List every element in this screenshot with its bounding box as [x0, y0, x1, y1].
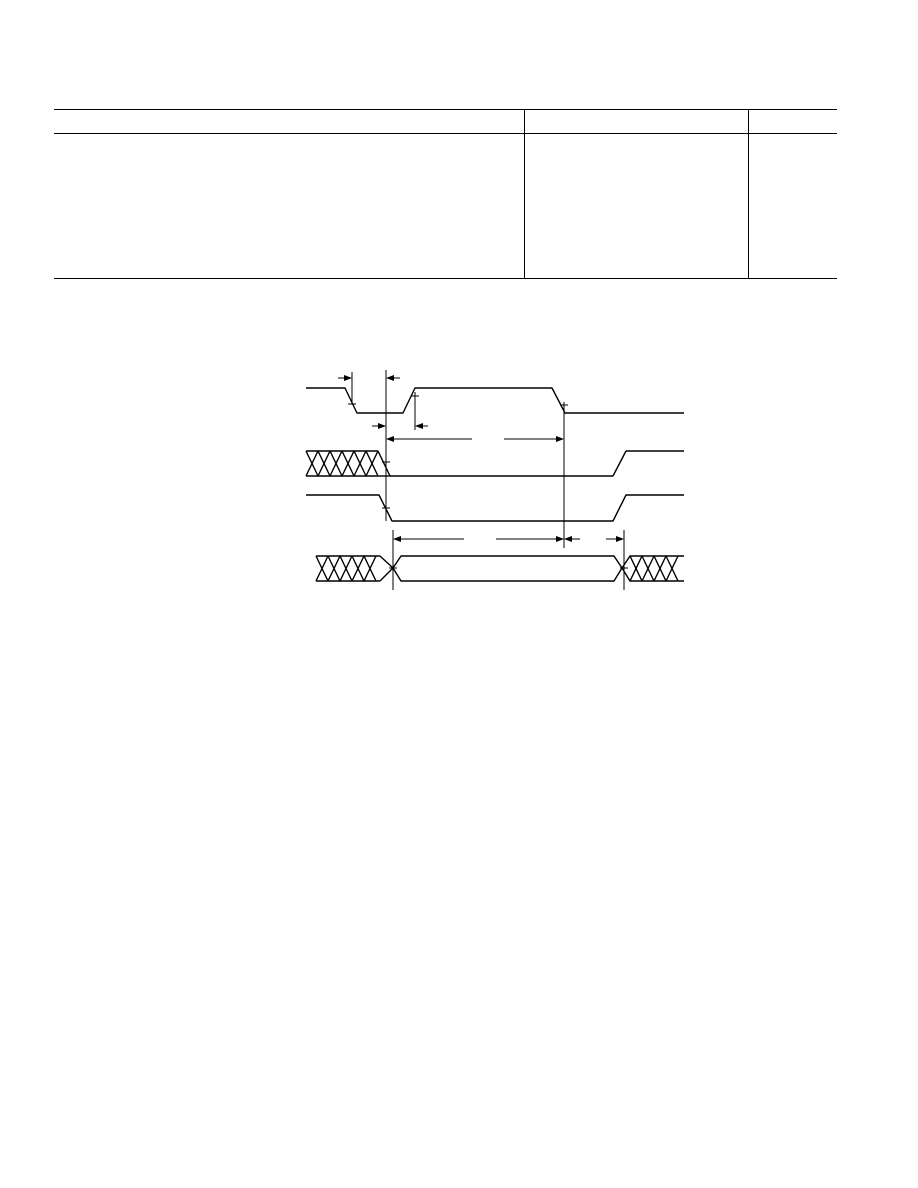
timing-diagram-svg [305, 370, 684, 590]
signal-2-waveform [305, 450, 684, 477]
spec-table-grid [54, 109, 837, 279]
spec-table [54, 109, 837, 279]
signal-3-waveform [306, 494, 684, 522]
signal-4-waveform [315, 555, 684, 582]
edge-tick-marks [348, 395, 628, 569]
signal-1-waveform [306, 387, 684, 414]
timing-diagram [300, 368, 690, 590]
dimension-arrows [338, 375, 624, 542]
